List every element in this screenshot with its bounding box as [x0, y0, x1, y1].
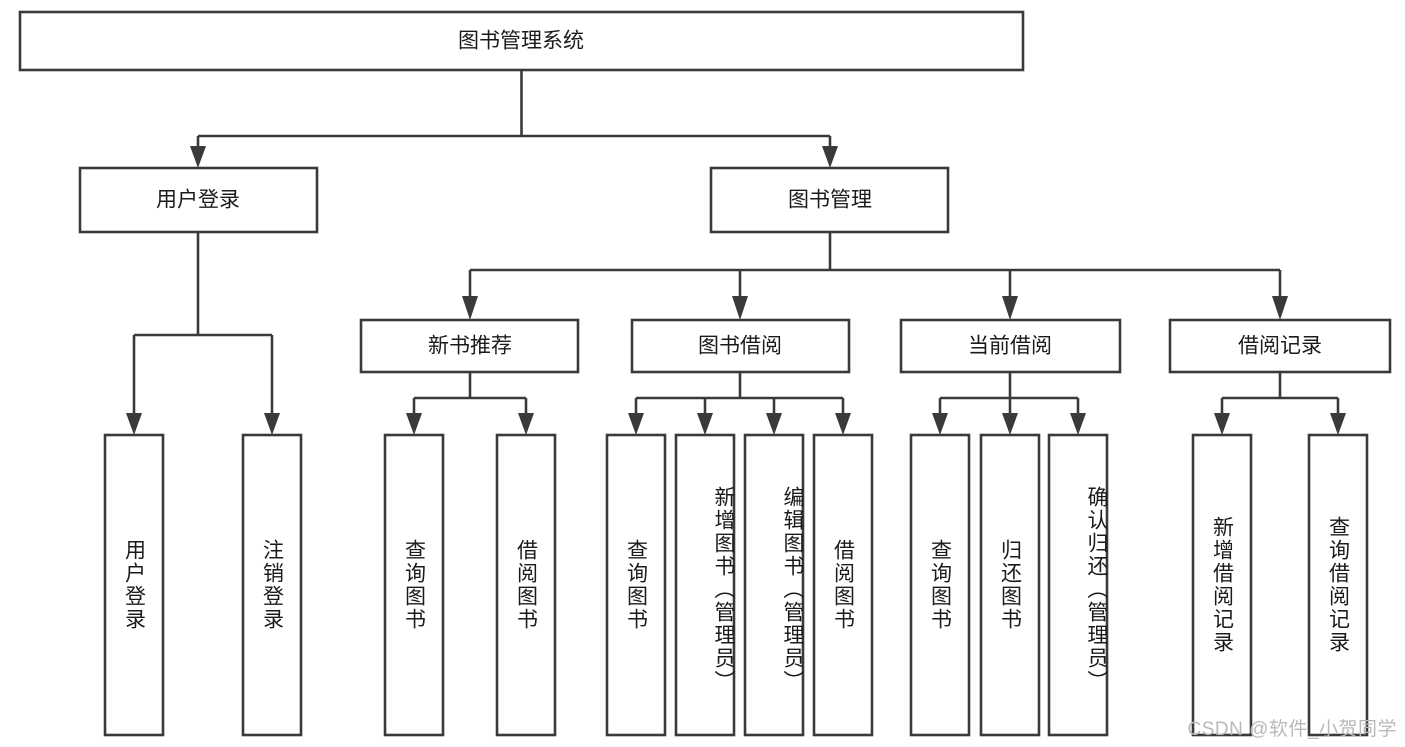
leaf-node-cb-confirm-return[interactable]: [1047, 433, 1109, 737]
connector-group-book-borrow: [628, 372, 851, 435]
arrow-head-leaf-cb-1: [932, 413, 948, 435]
arrow-head-leaf-nbr-1: [406, 413, 422, 435]
node-label-user-login: 用户登录: [156, 189, 240, 212]
leaf-node-nbr-query-book[interactable]: [383, 433, 445, 737]
node-book-management[interactable]: 图书管理: [709, 166, 950, 234]
leaf-box-bb-add-book[interactable]: [674, 433, 736, 737]
node-box-borrow-record[interactable]: [1168, 318, 1392, 374]
leaf-box-cb-query-book[interactable]: [909, 433, 971, 737]
node-user-login[interactable]: 用户登录: [78, 166, 319, 234]
arrow-head-book-borrow: [732, 296, 748, 320]
leaf-node-user-login[interactable]: [103, 433, 165, 737]
leaf-box-br-add-record[interactable]: [1191, 433, 1253, 737]
node-box-new-book-recommend[interactable]: [359, 318, 580, 374]
node-book-borrow[interactable]: 图书借阅: [630, 318, 851, 374]
leaf-box-br-query-record[interactable]: [1307, 433, 1369, 737]
connector-group-borrow-record: [1214, 372, 1346, 435]
leaf-node-bb-add-book[interactable]: [674, 433, 736, 737]
arrow-head-leaf-cb-2: [1002, 413, 1018, 435]
node-label-book-borrow: 图书借阅: [698, 335, 782, 358]
node-label-borrow-record: 借阅记录: [1238, 335, 1322, 358]
node-root-book-management-system[interactable]: 图书管理系统: [18, 10, 1025, 72]
leaf-node-bb-query-book[interactable]: [605, 433, 667, 737]
watermark-text: CSDN @软件_小贺同学: [1187, 719, 1397, 740]
leaf-node-nbr-borrow-book[interactable]: [495, 433, 557, 737]
leaf-box-bb-borrow-book[interactable]: [812, 433, 874, 737]
leaf-node-cb-query-book[interactable]: [909, 433, 971, 737]
arrow-head-borrow-record: [1272, 296, 1288, 320]
leaf-box-nbr-query-book[interactable]: [383, 433, 445, 737]
node-label-root: 图书管理系统: [458, 30, 584, 53]
arrow-head-leaf-bb-3: [766, 413, 782, 435]
leaf-box-nbr-borrow-book[interactable]: [495, 433, 557, 737]
node-box-current-borrow[interactable]: [899, 318, 1122, 374]
leaf-node-bb-borrow-book[interactable]: [812, 433, 874, 737]
node-box-root[interactable]: [18, 10, 1025, 72]
arrow-head-leaf-nbr-2: [518, 413, 534, 435]
arrow-head-leaf-user-login: [126, 413, 142, 435]
leaf-node-br-add-record[interactable]: [1191, 433, 1253, 737]
node-new-book-recommend[interactable]: 新书推荐: [359, 318, 580, 374]
arrow-head-leaf-bb-1: [628, 413, 644, 435]
arrow-head-leaf-br-1: [1214, 413, 1230, 435]
arrow-head-leaf-br-2: [1330, 413, 1346, 435]
node-current-borrow[interactable]: 当前借阅: [899, 318, 1122, 374]
arrow-head-user-login: [190, 146, 206, 168]
arrow-head-new-book-rec: [462, 296, 478, 320]
connector-group-user-login: [126, 232, 280, 435]
node-label-book-management: 图书管理: [788, 189, 872, 212]
node-box-book-borrow[interactable]: [630, 318, 851, 374]
arrow-head-book-mgmt: [822, 146, 838, 168]
arrow-head-leaf-bb-4: [835, 413, 851, 435]
arrow-head-leaf-logout: [264, 413, 280, 435]
leaf-node-br-query-record[interactable]: [1307, 433, 1369, 737]
node-label-current-borrow: 当前借阅: [968, 335, 1052, 358]
leaf-box-bb-query-book[interactable]: [605, 433, 667, 737]
leaf-box-cb-confirm-return[interactable]: [1047, 433, 1109, 737]
connector-group-root: [190, 70, 838, 168]
leaf-node-bb-edit-book[interactable]: [743, 433, 805, 737]
connector-group-book-mgmt: [462, 232, 1288, 320]
arrow-head-leaf-cb-3: [1070, 413, 1086, 435]
leaf-box-bb-edit-book[interactable]: [743, 433, 805, 737]
node-box-user-login[interactable]: [78, 166, 319, 234]
arrow-head-current-borrow: [1002, 296, 1018, 320]
leaf-node-cb-return-book[interactable]: [979, 433, 1041, 737]
leaf-box-cb-return-book[interactable]: [979, 433, 1041, 737]
node-label-new-book-recommend: 新书推荐: [428, 335, 512, 358]
leaf-node-logout[interactable]: [241, 433, 303, 737]
node-borrow-record[interactable]: 借阅记录: [1168, 318, 1392, 374]
connector-group-new-book-rec: [406, 372, 534, 435]
node-box-book-management[interactable]: [709, 166, 950, 234]
leaf-box-logout[interactable]: [241, 433, 303, 737]
leaf-box-user-login[interactable]: [103, 433, 165, 737]
arrow-head-leaf-bb-2: [697, 413, 713, 435]
connector-group-current-borrow: [932, 372, 1086, 435]
